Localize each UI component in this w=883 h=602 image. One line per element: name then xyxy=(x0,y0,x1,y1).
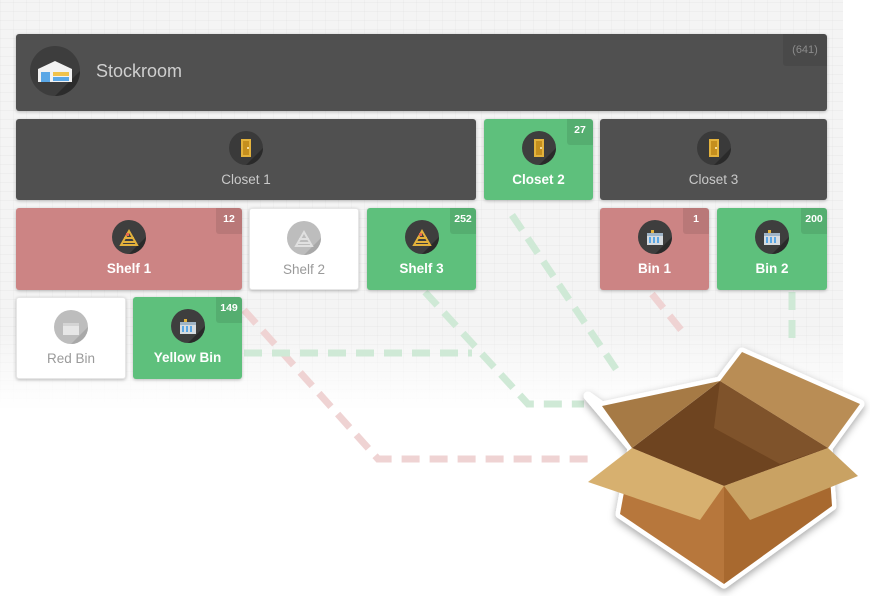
closet-3-label: Closet 3 xyxy=(688,172,739,187)
path-bin-1 xyxy=(649,291,689,339)
shelf-icon xyxy=(404,220,439,254)
bin-2-label: Bin 2 xyxy=(755,261,789,276)
stockroom-title: Stockroom xyxy=(96,61,183,81)
bin-1-count-badge: 1 xyxy=(683,208,709,234)
path-closet-2 xyxy=(509,213,621,374)
yellow-bin-tile[interactable]: Yellow Bin 149 xyxy=(133,297,242,379)
shelf-1-tile[interactable]: Shelf 1 12 xyxy=(16,208,242,290)
closet-1-tile[interactable]: Closet 1 xyxy=(16,119,476,200)
path-shelf-3 xyxy=(422,289,584,408)
door-icon xyxy=(696,131,731,165)
bin-1-label: Bin 1 xyxy=(637,261,671,276)
closet-2-label: Closet 2 xyxy=(512,172,565,187)
shelf-icon xyxy=(287,221,321,255)
stockroom-total-badge: (641) xyxy=(783,34,827,66)
shelf-icon xyxy=(112,220,146,254)
bin-icon xyxy=(170,309,205,343)
closet-3-tile[interactable]: Closet 3 xyxy=(600,119,827,200)
bin-2-tile[interactable]: Bin 2 200 xyxy=(717,208,827,290)
shelf-2-label: Shelf 2 xyxy=(282,262,326,277)
shelf-3-label: Shelf 3 xyxy=(399,261,444,276)
bin-icon xyxy=(54,310,88,344)
closet-2-tile[interactable]: Closet 2 27 xyxy=(484,119,593,200)
door-icon xyxy=(229,131,263,165)
shelf-3-tile[interactable]: Shelf 3 252 xyxy=(367,208,476,290)
stockroom-tile[interactable]: Stockroom (641) xyxy=(16,34,827,111)
closet-2-count-badge: 27 xyxy=(567,119,593,145)
warehouse-icon xyxy=(30,46,80,96)
door-icon xyxy=(521,131,556,165)
closet-1-label: Closet 1 xyxy=(221,172,271,187)
bin-icon xyxy=(755,220,789,254)
red-bin-label: Red Bin xyxy=(46,351,96,366)
bin-icon xyxy=(637,220,672,254)
red-bin-tile[interactable]: Red Bin xyxy=(16,297,126,379)
bin-2-count-badge: 200 xyxy=(801,208,827,234)
yellow-bin-count-badge: 149 xyxy=(216,297,242,323)
bin-1-tile[interactable]: Bin 1 1 xyxy=(600,208,709,290)
shelf-2-tile[interactable]: Shelf 2 xyxy=(249,208,359,290)
shelf-1-count-badge: 12 xyxy=(216,208,242,234)
shelf-3-count-badge: 252 xyxy=(450,208,476,234)
cardboard-box-icon xyxy=(574,336,870,596)
shelf-1-label: Shelf 1 xyxy=(106,261,152,276)
path-shelf-1 xyxy=(241,307,596,463)
yellow-bin-label: Yellow Bin xyxy=(153,350,222,365)
